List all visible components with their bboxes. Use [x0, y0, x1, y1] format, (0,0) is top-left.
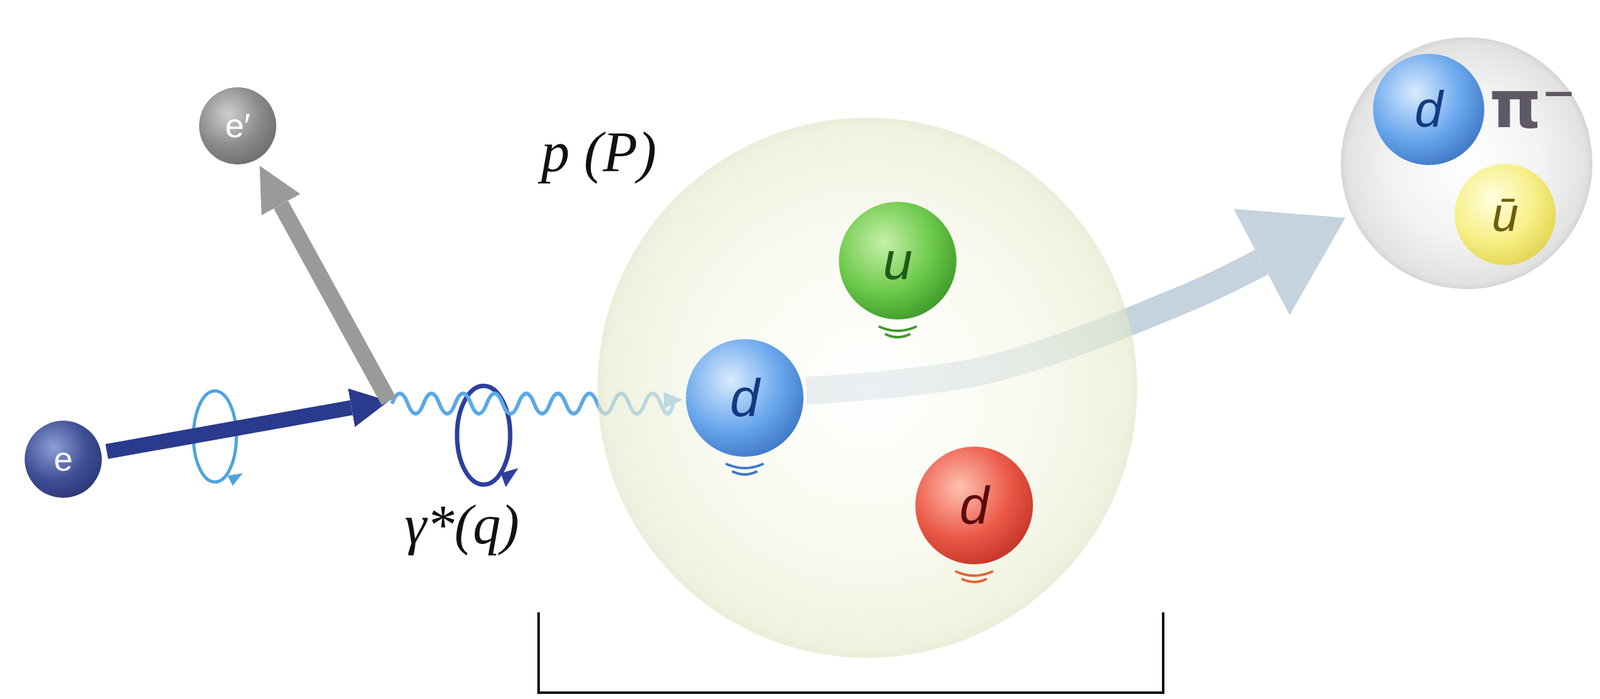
- up-quark: u: [838, 201, 958, 320]
- anti-up-quark-body: [1454, 163, 1556, 265]
- scattered-electron-label: e′: [225, 106, 251, 145]
- vibration-mark: [878, 326, 917, 337]
- proton-label: p (P): [541, 120, 657, 184]
- down-quark-body: [1373, 53, 1485, 165]
- spin-arrowhead: [227, 472, 243, 486]
- down-quark-label: d: [1414, 81, 1444, 138]
- up-quark-label: u: [883, 231, 913, 290]
- vibration-mark: [725, 463, 764, 475]
- vibration-mark: [955, 570, 994, 582]
- down-quark-body: [915, 446, 1033, 564]
- pion-label: π⁻: [1489, 68, 1576, 141]
- polarization-arrowhead: [500, 467, 519, 487]
- down-quark: d: [914, 445, 1034, 565]
- anti-up-quark-label: ū: [1491, 187, 1519, 241]
- struck-down-quark-body: [685, 338, 804, 457]
- down-quark-label: d: [959, 476, 990, 535]
- scattered-electron-body: [199, 87, 277, 165]
- scattered-electron: e′: [198, 86, 277, 165]
- anti-up-quark: ū: [1453, 163, 1557, 266]
- photon-label: γ*(q): [404, 494, 520, 556]
- proton-body: [597, 117, 1138, 658]
- struck-down-quark-label: d: [730, 368, 760, 427]
- scattering-arrow-segment: [106, 407, 352, 452]
- scattering-arrow: [106, 204, 389, 451]
- pion: π⁻ dū: [1340, 36, 1594, 290]
- down-quark: d: [1372, 53, 1485, 166]
- electron-label: e: [53, 439, 73, 478]
- electron-body: [24, 420, 102, 498]
- struck-down-quark: d: [685, 338, 805, 458]
- pion-body: [1340, 37, 1593, 289]
- proton-shape: [596, 116, 1138, 659]
- scattering-arrow-segment: [280, 204, 389, 401]
- up-quark-body: [838, 201, 957, 320]
- electron: e: [24, 419, 103, 499]
- proton: p (P)udd: [596, 116, 1138, 659]
